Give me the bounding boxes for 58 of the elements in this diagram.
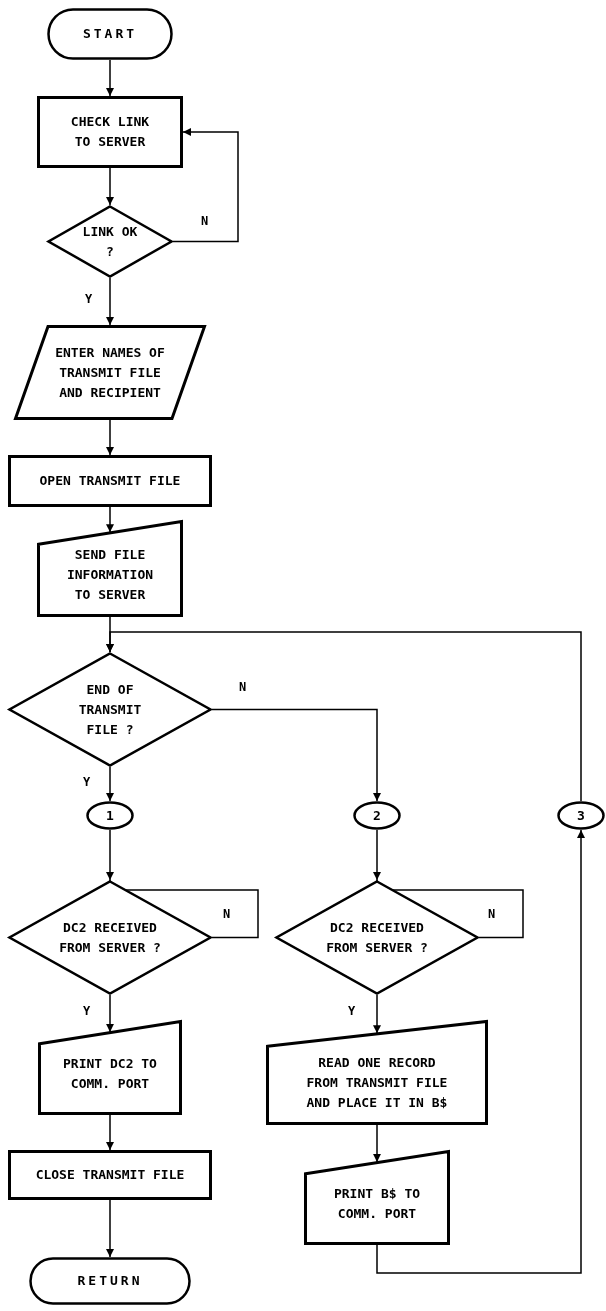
flow-arrow: [373, 994, 381, 1034]
edge-label: Y: [84, 292, 94, 306]
process-box: [37, 96, 183, 168]
step-label: READ ONE RECORD FROM TRANSMIT FILE AND PLACE IT IN B$: [305, 1053, 449, 1112]
terminal-shape: [47, 8, 173, 60]
connector-circle: [353, 801, 401, 830]
manual-input-box: [37, 520, 183, 617]
flow-arrow: [106, 506, 114, 533]
decision-diamond: [8, 880, 212, 995]
input-parallelogram: [14, 325, 206, 420]
step-label: START: [81, 25, 139, 43]
flow-arrow: [373, 1124, 381, 1163]
edge-label: N: [200, 214, 210, 228]
flow-arrow: [106, 766, 114, 802]
step-label: CHECK LINK TO SERVER: [69, 113, 151, 151]
flow-arrow: [106, 167, 114, 206]
process-box: [8, 1150, 212, 1200]
flow-arrow: [373, 829, 381, 881]
terminal-shape: [29, 1257, 191, 1305]
flow-arrow: [106, 59, 114, 97]
flow-arrow: [106, 1199, 114, 1258]
step-label: LINK OK ?: [81, 222, 139, 261]
edge-label: Y: [82, 1004, 92, 1018]
step-label: PRINT B$ TO COMM. PORT: [332, 1184, 422, 1223]
step-label: DC2 RECEIVED FROM SERVER ?: [58, 918, 162, 957]
step-label: CLOSE TRANSMIT FILE: [34, 1166, 186, 1184]
edge-label: N: [238, 680, 248, 694]
flow-arrow: [106, 829, 114, 881]
edge-label: Y: [82, 775, 92, 789]
step-label: OPEN TRANSMIT FILE: [38, 472, 182, 490]
decision-diamond: [47, 205, 173, 278]
connector-circle: [557, 801, 605, 830]
connector-number: 1: [105, 806, 115, 825]
edge-label: Y: [347, 1004, 357, 1018]
step-label: ENTER NAMES OF TRANSMIT FILE AND RECIPIENT: [54, 343, 166, 402]
step-label: DC2 RECEIVED FROM SERVER ?: [325, 918, 429, 957]
flow-arrow: [106, 1114, 114, 1151]
manual-input-box: [304, 1150, 450, 1245]
manual-input-box: [38, 1020, 182, 1115]
flow-arrow: [106, 419, 114, 456]
connector-number: 2: [372, 806, 382, 825]
edge-label: N: [222, 907, 232, 921]
step-label: PRINT DC2 TO COMM. PORT: [62, 1054, 158, 1093]
step-label: SEND FILE INFORMATION TO SERVER: [65, 545, 155, 604]
decision-diamond: [275, 880, 479, 995]
flow-arrow: [106, 277, 114, 326]
flow-arrow: [106, 994, 114, 1033]
connector-circle: [86, 801, 134, 830]
flow-arrow: [172, 128, 239, 243]
edge-label: N: [487, 907, 497, 921]
flow-arrow: [106, 631, 582, 802]
process-box: [8, 455, 212, 507]
step-label: RETURN: [76, 1272, 144, 1290]
manual-input-box: [266, 1020, 488, 1125]
connector-number: 3: [576, 806, 586, 825]
step-label: END OF TRANSMIT FILE ?: [77, 680, 143, 739]
flow-arrow: [211, 708, 381, 802]
decision-diamond: [8, 652, 212, 767]
